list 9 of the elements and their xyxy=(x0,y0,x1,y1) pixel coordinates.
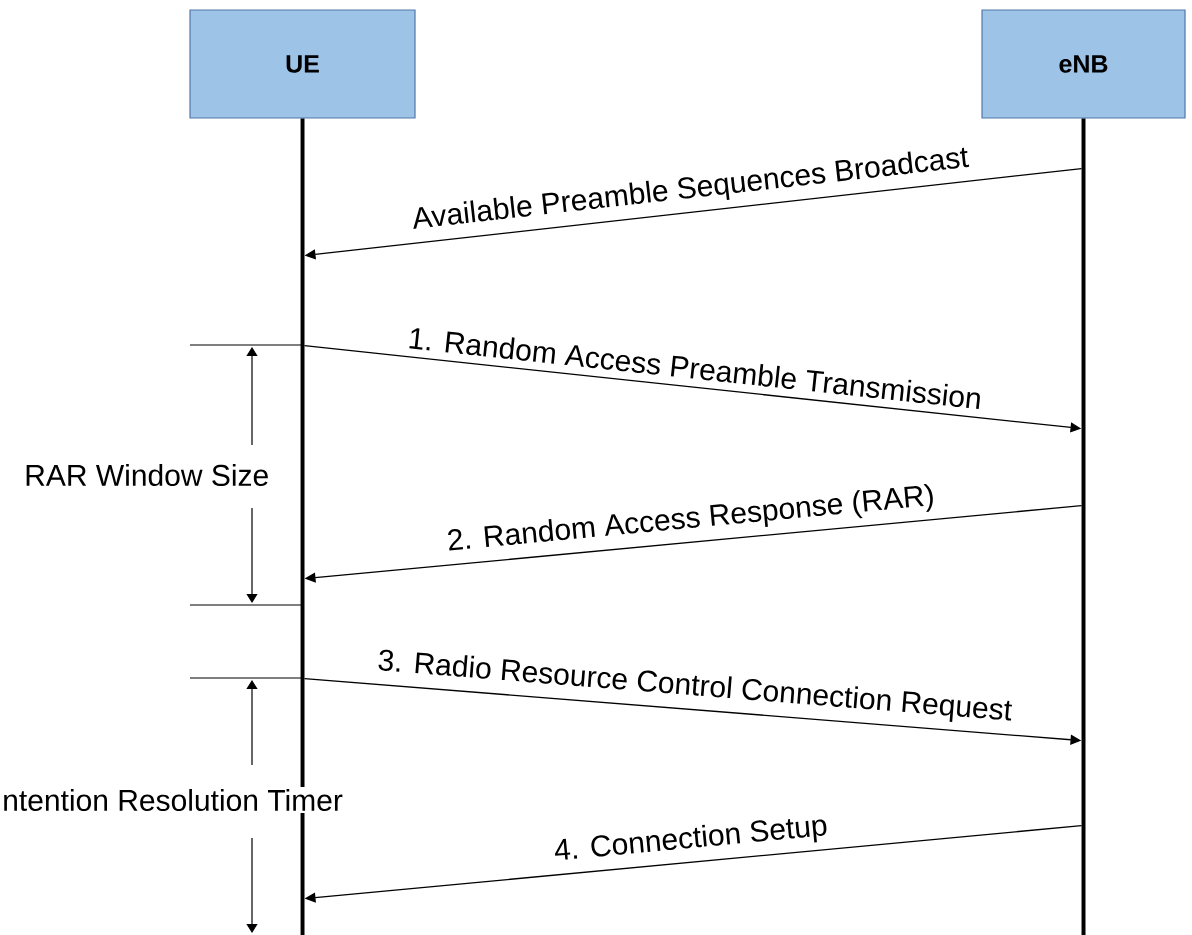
message-label: 2. Random Access Response (RAR) xyxy=(448,483,933,551)
timer-label: ntention Resolution Timer xyxy=(0,787,345,814)
message-label: 4. Connection Setup xyxy=(555,819,827,860)
timer-label: RAR Window Size xyxy=(22,462,272,488)
participant-box: UE xyxy=(189,9,416,119)
message-label: 1. Random Access Preamble Transmission xyxy=(409,328,980,410)
message-label: Available Preamble Sequences Broadcast xyxy=(413,147,970,229)
message-label: 3. Radio Resource Control Connection Request xyxy=(378,649,1012,723)
participant-box: eNB xyxy=(981,9,1186,119)
